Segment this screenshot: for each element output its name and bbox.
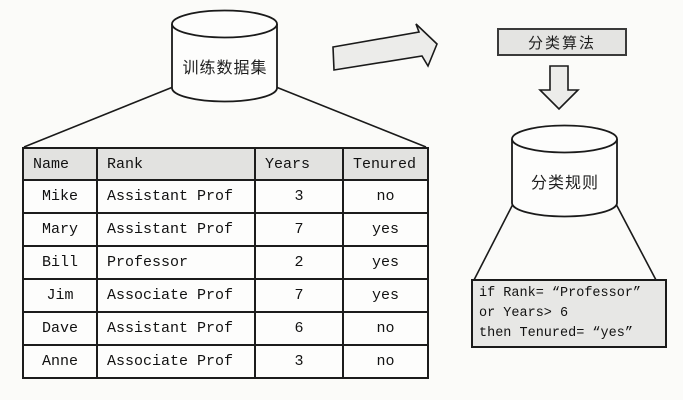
training-db-label: 训练数据集 — [182, 60, 268, 77]
cell-name: Mike — [22, 179, 98, 214]
rules-db-label: 分类规则 — [530, 175, 599, 192]
cell-name: Mary — [22, 212, 98, 247]
rule-line: or Years> 6 — [479, 306, 569, 321]
down-arrow-icon — [538, 65, 580, 111]
table-row: Bill Professor 2 yes — [22, 245, 429, 280]
funnel-line-rule-left — [473, 203, 514, 281]
cell-tenured: yes — [342, 278, 429, 313]
cell-rank: Assistant Prof — [96, 311, 256, 346]
cell-rank: Assistant Prof — [96, 179, 256, 214]
funnel-line-rule-right — [615, 203, 657, 281]
cell-tenured: yes — [342, 245, 429, 280]
training-data-table: Name Rank Years Tenured Mike Assistant P… — [22, 147, 429, 379]
cell-years: 3 — [254, 344, 344, 379]
cell-name: Anne — [22, 344, 98, 379]
cell-rank: Professor — [96, 245, 256, 280]
cell-years: 7 — [254, 278, 344, 313]
table-row: Jim Associate Prof 7 yes — [22, 278, 429, 313]
table-row: Mary Assistant Prof 7 yes — [22, 212, 429, 247]
cell-years: 3 — [254, 179, 344, 214]
cell-years: 6 — [254, 311, 344, 346]
column-header-tenured: Tenured — [342, 147, 429, 181]
rule-box: if Rank= “Professor” or Years> 6 then Te… — [471, 279, 667, 348]
table-row: Mike Assistant Prof 3 no — [22, 179, 429, 214]
rule-line: then Tenured= “yes” — [479, 326, 633, 341]
rules-db-cylinder — [511, 124, 618, 218]
cell-years: 7 — [254, 212, 344, 247]
flow-right-arrow-icon — [332, 23, 438, 71]
cell-name: Bill — [22, 245, 98, 280]
cell-tenured: yes — [342, 212, 429, 247]
cell-tenured: no — [342, 179, 429, 214]
cell-years: 2 — [254, 245, 344, 280]
column-header-years: Years — [254, 147, 344, 181]
cell-tenured: no — [342, 344, 429, 379]
algorithm-box-label: 分类算法 — [527, 35, 596, 52]
table-row: Anne Associate Prof 3 no — [22, 344, 429, 379]
funnel-line-table-right — [275, 86, 427, 148]
cell-name: Jim — [22, 278, 98, 313]
rule-line: if Rank= “Professor” — [479, 286, 642, 301]
table-header-row: Name Rank Years Tenured — [22, 147, 429, 181]
training-db-cylinder — [171, 9, 278, 103]
cell-rank: Assistant Prof — [96, 212, 256, 247]
cell-tenured: no — [342, 311, 429, 346]
column-header-rank: Rank — [96, 147, 256, 181]
column-header-name: Name — [22, 147, 98, 181]
algorithm-box: 分类算法 — [497, 28, 627, 56]
table-row: Dave Assistant Prof 6 no — [22, 311, 429, 346]
funnel-line-table-left — [23, 86, 174, 148]
cell-name: Dave — [22, 311, 98, 346]
cell-rank: Associate Prof — [96, 344, 256, 379]
cell-rank: Associate Prof — [96, 278, 256, 313]
